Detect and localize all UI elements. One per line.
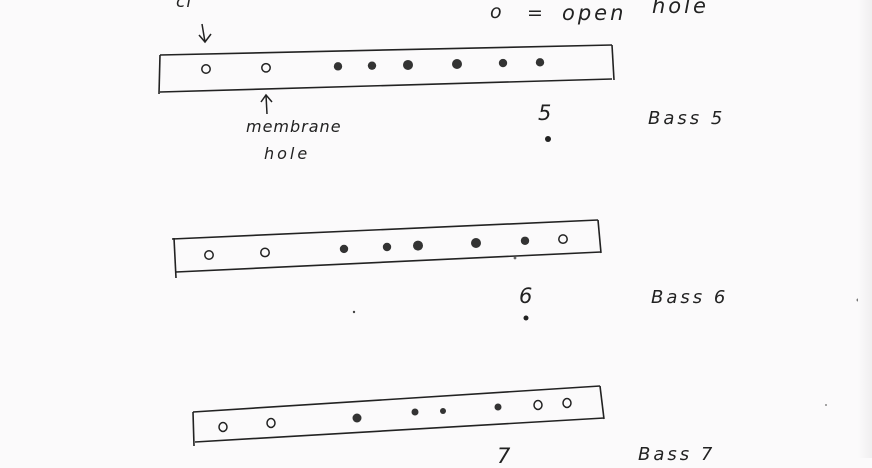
closed-hole [535, 58, 545, 67]
fingering-label: Bass 7 [638, 444, 716, 465]
fingering-number: 6 [519, 284, 534, 308]
fingering-dot-5 [545, 136, 551, 142]
closed-hole [498, 58, 508, 68]
open-hole [218, 421, 228, 433]
closed-hole [411, 408, 419, 416]
closed-hole [367, 61, 377, 70]
closed-hole [333, 62, 343, 71]
open-hole [533, 399, 543, 411]
open-hole [266, 417, 276, 429]
open-hole [261, 62, 271, 73]
legend-symbol: o [490, 1, 503, 23]
closed-hole [471, 237, 481, 248]
open-hole [204, 250, 214, 260]
flute-body-2 [171, 219, 602, 279]
closed-hole [413, 240, 423, 251]
hole-label: hole [264, 144, 311, 163]
closed-hole [494, 403, 502, 411]
fingering-number: 7 [497, 444, 512, 468]
ink-speck [513, 256, 517, 260]
closed-hole [452, 58, 462, 69]
fingering-chart-page: cl o = open hole membrane hole 5 Bass 5 … [158, 0, 872, 468]
page-edge-shadow [858, 0, 872, 458]
down-arrow-icon [198, 23, 212, 44]
fingering-label: Bass 5 [648, 108, 726, 129]
flute-body-1 [158, 44, 615, 95]
closed-hole [440, 408, 446, 414]
hole-row-2 [204, 234, 568, 260]
hole-row-3 [218, 397, 572, 433]
open-hole [201, 64, 211, 74]
legend-text-2: hole [652, 0, 709, 18]
open-hole [260, 247, 270, 258]
legend-text: open [562, 1, 627, 25]
flute-drawings [158, 23, 860, 447]
fingering-label: Bass 6 [651, 287, 729, 308]
ink-speck [352, 310, 356, 314]
closed-hole [403, 59, 413, 70]
closed-hole [339, 244, 349, 254]
fingering-dot-6 [523, 315, 529, 321]
cut-off-word: cl [176, 0, 193, 12]
closed-hole [382, 242, 392, 252]
closed-hole [352, 413, 362, 423]
ink-speck [825, 404, 827, 406]
membrane-label: membrane [246, 117, 342, 136]
fingering-number: 5 [538, 101, 553, 125]
flute-body-3 [192, 385, 605, 447]
up-arrow-icon [260, 93, 273, 115]
hole-row-1 [201, 58, 545, 74]
open-hole [562, 397, 572, 409]
open-hole [558, 234, 568, 245]
legend-equals: = [527, 2, 544, 24]
closed-hole [520, 236, 530, 245]
